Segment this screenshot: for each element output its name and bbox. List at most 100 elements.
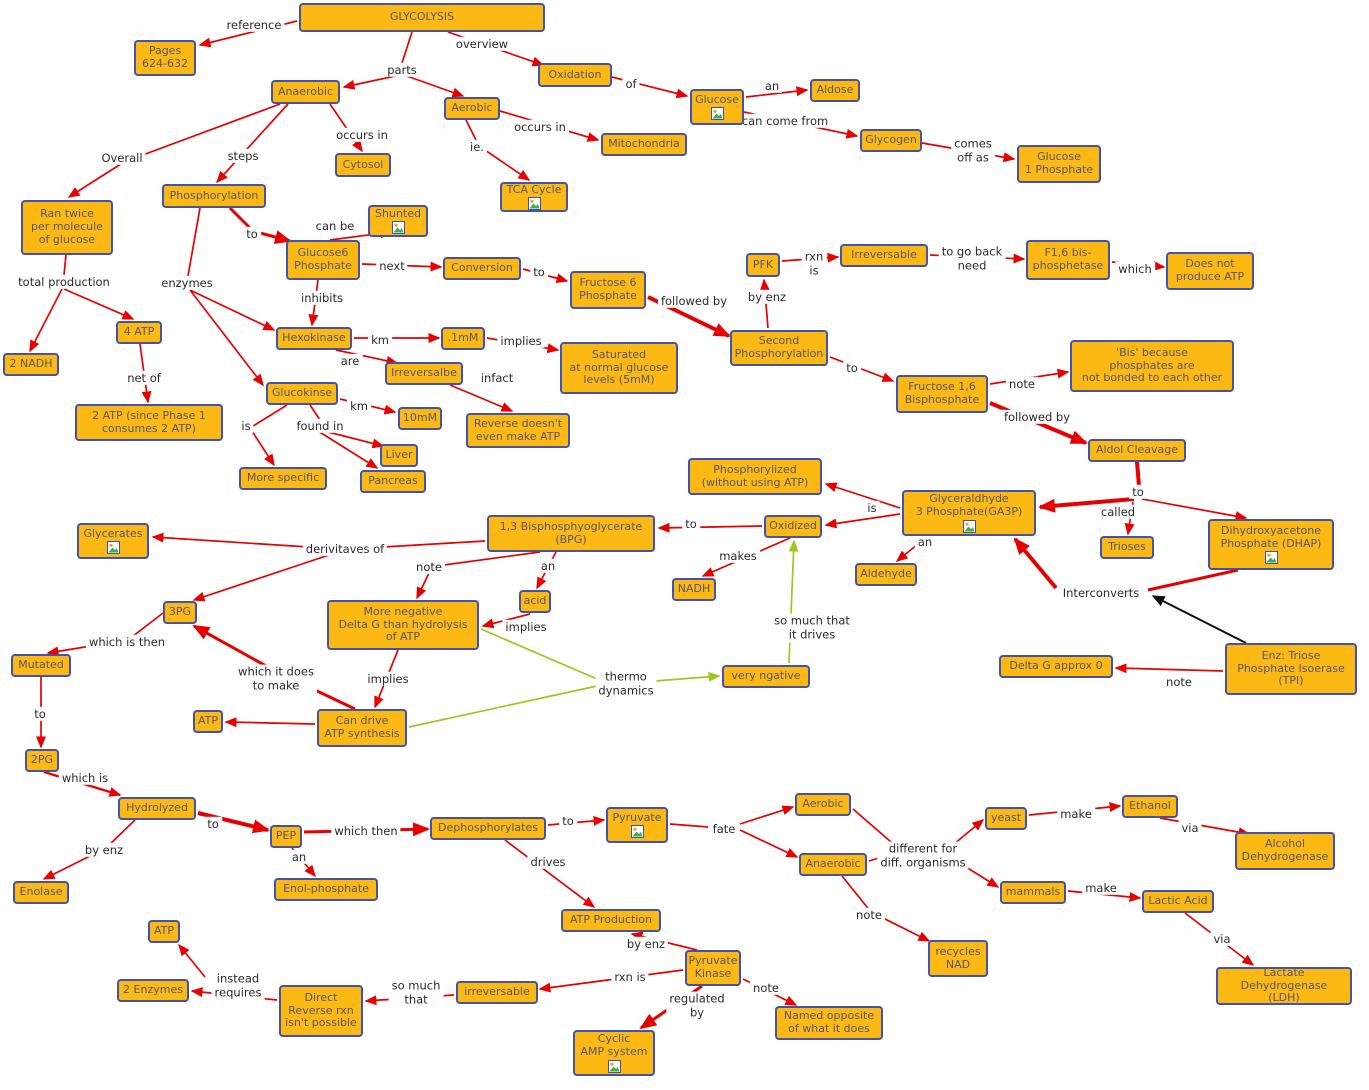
- node-ran-twice[interactable]: Ran twice per molecule of glucose: [21, 200, 113, 255]
- node-fructose-16-bisphosphate[interactable]: Fructose 1,6 Bisphosphate: [896, 375, 988, 413]
- node-liver[interactable]: Liver: [380, 444, 418, 467]
- node-lactic-acid[interactable]: Lactic Acid: [1142, 890, 1214, 913]
- node-yeast[interactable]: yeast: [985, 807, 1027, 830]
- linking-phrase-via-2[interactable]: via: [1210, 931, 1234, 947]
- node-named-opposite[interactable]: Named opposite of what it does: [775, 1006, 883, 1040]
- node-glycogen[interactable]: Glycogen: [860, 129, 922, 152]
- node-dhap[interactable]: Dihydroxyacetone Phosphate (DHAP): [1208, 519, 1334, 570]
- linking-phrase-make-1[interactable]: make: [1057, 806, 1095, 822]
- node-aerobic-fate[interactable]: Aerobic: [795, 793, 851, 816]
- node-point1mm[interactable]: .1mM: [441, 327, 485, 350]
- linking-phrase-overview[interactable]: overview: [452, 36, 512, 52]
- linking-phrase-which-then[interactable]: which then: [331, 823, 401, 839]
- linking-phrase-which-it-does-to-make[interactable]: which it does to make: [235, 664, 317, 694]
- linking-phrase-derivitaves-of[interactable]: derivitaves of: [302, 541, 388, 557]
- node-ethanol[interactable]: Ethanol: [1122, 795, 1178, 818]
- linking-phrase-which[interactable]: which: [1115, 261, 1155, 277]
- linking-phrase-reference[interactable]: reference: [223, 17, 285, 33]
- node-cytosol[interactable]: Cytosol: [335, 153, 391, 177]
- linking-phrase-an-acid[interactable]: an: [537, 558, 559, 574]
- linking-phrase-fate[interactable]: fate: [709, 821, 739, 837]
- node-four-atp[interactable]: 4 ATP: [116, 321, 162, 344]
- linking-phrase-km-2[interactable]: km: [347, 398, 371, 414]
- linking-phrase-occurs-in-cytosol[interactable]: occurs in: [333, 127, 391, 143]
- ga3p-resource-icon[interactable]: [962, 519, 976, 533]
- linking-phrase-via-1[interactable]: via: [1178, 820, 1202, 836]
- linking-phrase-interconverts[interactable]: Interconverts: [1059, 585, 1143, 601]
- tca-cycle-resource-icon[interactable]: [527, 197, 541, 211]
- node-pancreas[interactable]: Pancreas: [360, 470, 426, 493]
- linking-phrase-total-production[interactable]: total production: [15, 274, 113, 290]
- linking-phrase-can-be[interactable]: can be: [312, 218, 358, 234]
- node-pfk[interactable]: PFK: [746, 253, 780, 277]
- linking-phrase-by-enz-enolase[interactable]: by enz: [81, 842, 127, 858]
- node-nadh[interactable]: NADH: [672, 578, 716, 601]
- node-two-enzymes[interactable]: 2 Enzymes: [117, 979, 189, 1002]
- linking-phrase-note-named[interactable]: note: [750, 980, 782, 996]
- linking-phrase-found-in[interactable]: found in: [293, 418, 347, 434]
- node-more-specific[interactable]: More specific: [239, 467, 327, 490]
- node-does-not-produce-atp[interactable]: Does not produce ATP: [1166, 252, 1254, 290]
- linking-phrase-followed-by-2[interactable]: followed by: [1000, 409, 1074, 425]
- node-can-drive-atp-synthesis[interactable]: Can drive ATP synthesis: [317, 709, 407, 747]
- linking-phrase-implies-2[interactable]: implies: [502, 619, 550, 635]
- node-ga3p[interactable]: Glyceraldhyde 3 Phosphate(GA3P): [902, 490, 1036, 536]
- linking-phrase-instead-requires[interactable]: instead requires: [211, 971, 265, 1001]
- linking-phrase-drives[interactable]: drives: [527, 854, 569, 870]
- node-pep[interactable]: PEP: [270, 825, 302, 848]
- linking-phrase-km-1[interactable]: km: [368, 332, 392, 348]
- linking-phrase-is-1[interactable]: is: [238, 418, 254, 434]
- linking-phrase-can-come-from[interactable]: can come from: [738, 113, 832, 129]
- pyruvate-resource-icon[interactable]: [630, 825, 644, 839]
- node-f16-bisphosphetase[interactable]: F1,6 bis- phosphetase: [1026, 240, 1110, 280]
- node-trioses[interactable]: Trioses: [1100, 536, 1154, 559]
- node-glucose[interactable]: Glucose: [690, 89, 744, 125]
- linking-phrase-note-recycles[interactable]: note: [853, 907, 885, 923]
- node-reverse-no-atp[interactable]: Reverse doesn't even make ATP: [466, 413, 570, 448]
- node-shunted[interactable]: Shunted: [368, 205, 428, 237]
- node-mammals[interactable]: mammals: [1000, 881, 1066, 904]
- linking-phrase-implies-1[interactable]: implies: [497, 333, 545, 349]
- node-phosphorylation[interactable]: Phosphorylation: [162, 184, 266, 208]
- node-two-nadh[interactable]: 2 NADH: [3, 353, 59, 376]
- linking-phrase-an-aldose[interactable]: an: [761, 78, 783, 94]
- node-oxidized[interactable]: Oxidized: [764, 515, 822, 538]
- linking-phrase-which-is[interactable]: which is: [58, 770, 112, 786]
- linking-phrase-make-2[interactable]: make: [1082, 880, 1120, 896]
- linking-phrase-infact[interactable]: infact: [477, 370, 517, 386]
- linking-phrase-to-f16bp[interactable]: to: [843, 360, 861, 376]
- node-fructose-6-phosphate[interactable]: Fructose 6 Phosphate: [570, 271, 646, 309]
- linking-phrase-called[interactable]: called: [1097, 504, 1139, 520]
- linking-phrase-enzymes[interactable]: enzymes: [158, 275, 216, 291]
- node-acid[interactable]: acid: [519, 590, 551, 613]
- node-glucokinse[interactable]: Glucokinse: [266, 382, 338, 405]
- node-glycolysis[interactable]: GLYCOLYSIS: [299, 3, 545, 32]
- linking-phrase-to-ga3p[interactable]: to: [1129, 484, 1147, 500]
- node-aldehyde[interactable]: Aldehyde: [855, 563, 917, 586]
- linking-phrase-are[interactable]: are: [337, 353, 363, 369]
- linking-phrase-to-go-back-need[interactable]: to go back need: [938, 244, 1006, 274]
- node-delta-g-approx-0[interactable]: Delta G approx 0: [999, 655, 1113, 678]
- node-mitochondria[interactable]: Mitochondria: [601, 133, 687, 156]
- linking-phrase-is-2[interactable]: is: [864, 500, 880, 516]
- linking-phrase-note-tpi[interactable]: note: [1163, 674, 1195, 690]
- linking-phrase-to-pyruvate[interactable]: to: [559, 813, 577, 829]
- linking-phrase-rxn-is-2[interactable]: rxn is: [611, 969, 649, 985]
- node-tenmm[interactable]: 10mM: [398, 407, 442, 430]
- linking-phrase-occurs-in-mito[interactable]: occurs in: [511, 119, 569, 135]
- node-hexokinase[interactable]: Hexokinase: [276, 327, 352, 350]
- linking-phrase-parts[interactable]: parts: [384, 62, 420, 78]
- node-anaerobic-top[interactable]: Anaerobic: [271, 80, 340, 104]
- linking-phrase-an-enol[interactable]: an: [288, 849, 310, 865]
- linking-phrase-so-much-that-it-drives[interactable]: so much that it drives: [771, 613, 853, 643]
- linking-phrase-to-pep[interactable]: to: [204, 816, 222, 832]
- linking-phrase-to-g6p[interactable]: to: [243, 226, 261, 242]
- node-phosphorylized[interactable]: Phosphorylized (without using ATP): [688, 458, 822, 495]
- node-anaerobic-fate[interactable]: Anaerobic: [799, 853, 867, 876]
- node-irreversable-pfk[interactable]: Irreversable: [840, 244, 928, 267]
- node-enol-phosphate[interactable]: Enol-phosphate: [274, 878, 378, 901]
- linking-phrase-to-f6p[interactable]: to: [530, 264, 548, 280]
- linking-phrase-inhibits[interactable]: inhibits: [298, 290, 346, 306]
- glucose-resource-icon[interactable]: [710, 107, 724, 121]
- linking-phrase-thermo-dynamics[interactable]: thermo dynamics: [595, 669, 657, 699]
